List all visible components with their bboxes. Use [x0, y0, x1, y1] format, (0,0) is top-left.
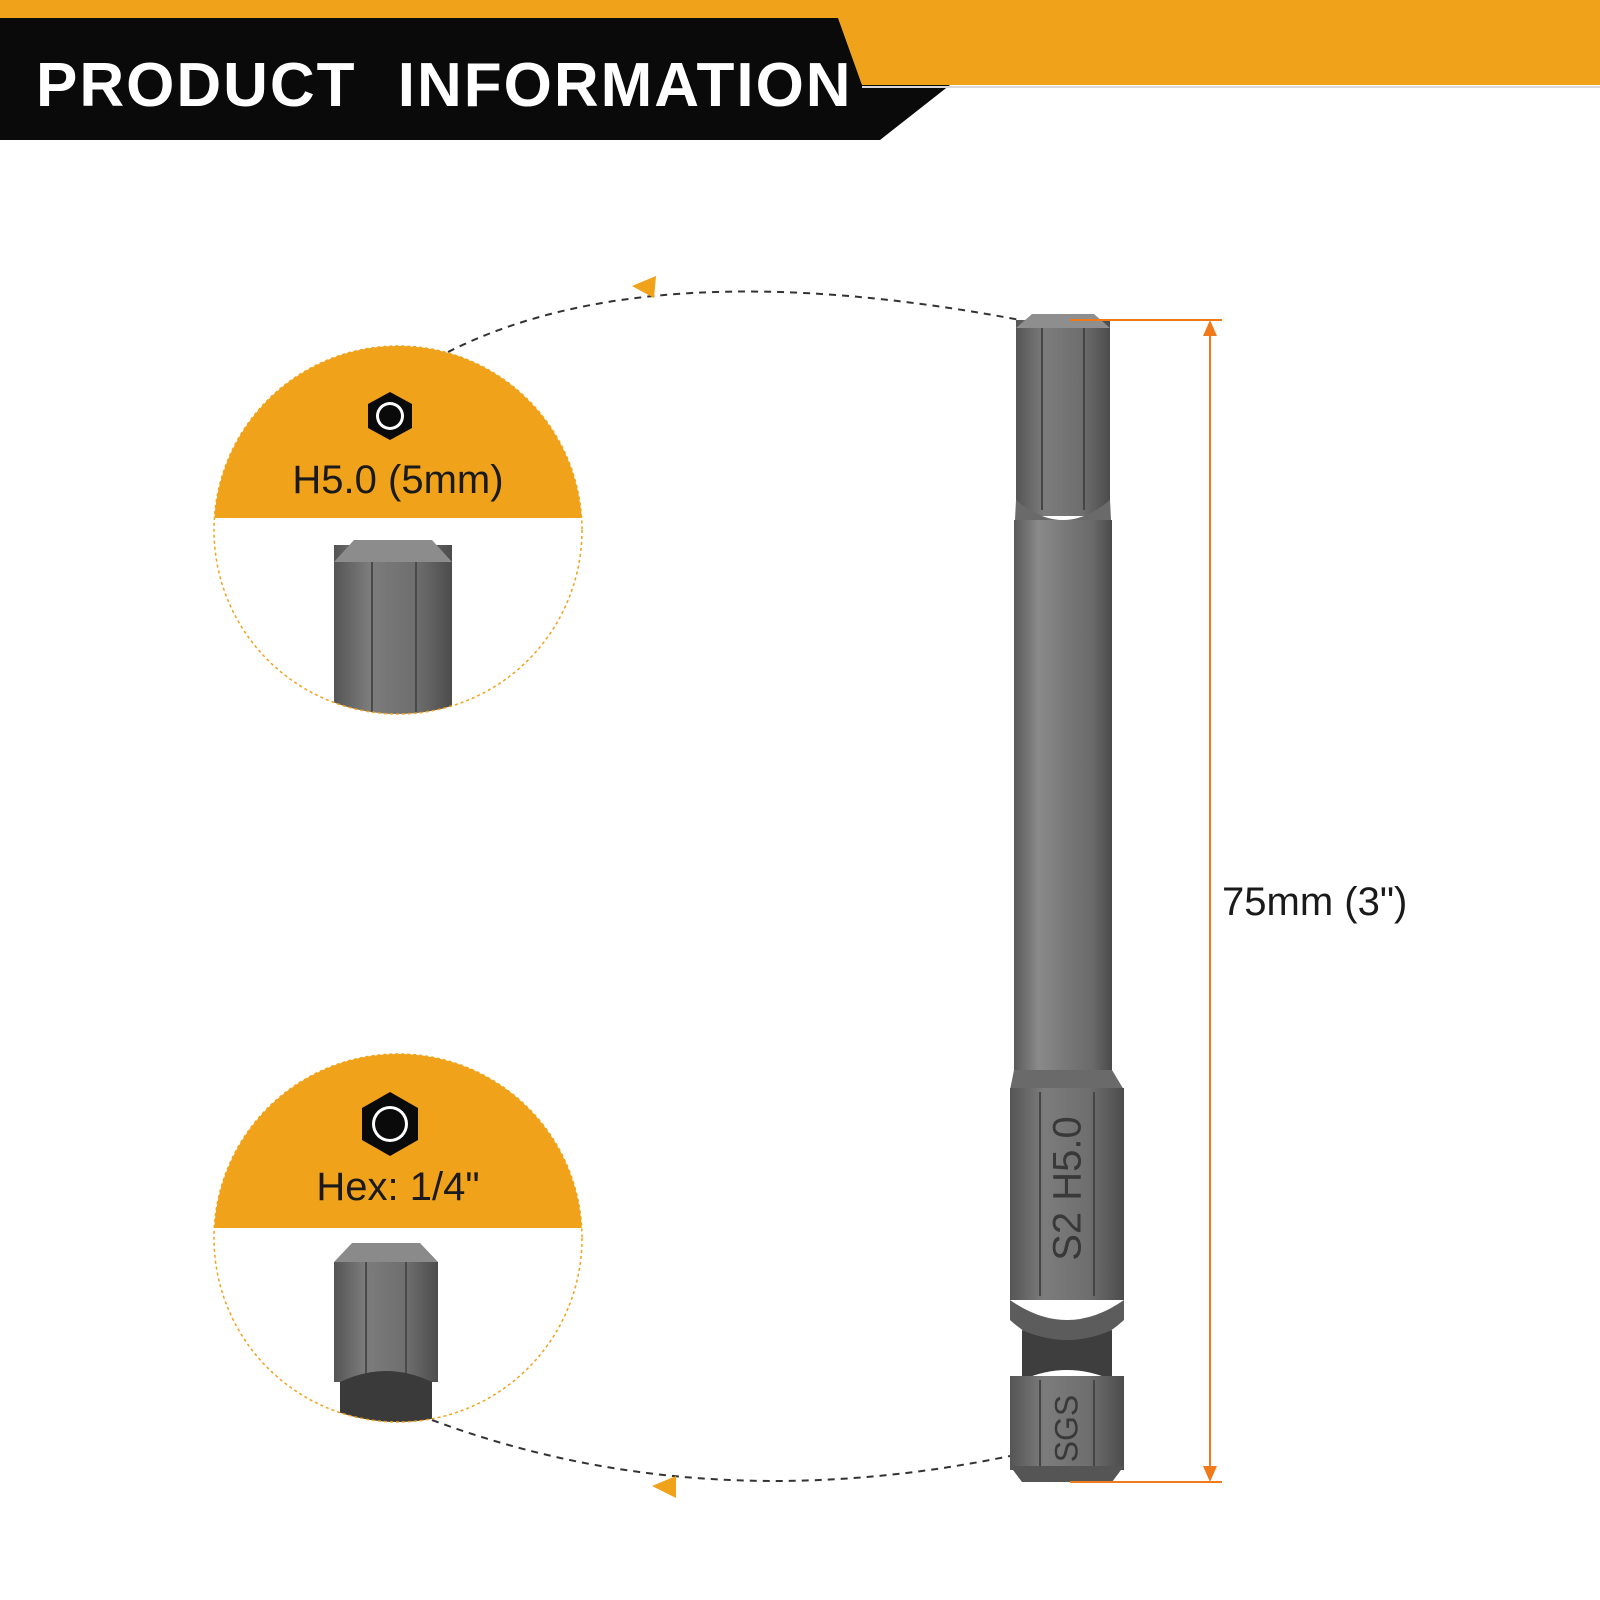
- callout-arc-bottom: [431, 1419, 1011, 1482]
- shank-size-label: Hex: 1/4": [316, 1165, 480, 1209]
- length-dimension: [1070, 319, 1222, 1483]
- brand-engraving: SGS: [1048, 1394, 1085, 1463]
- hex-shank-icon: [362, 1092, 418, 1156]
- arrowhead-top: [632, 276, 656, 298]
- tip-size-label: H5.0 (5mm): [292, 458, 504, 502]
- header-shapes: [0, 0, 1600, 140]
- hex-bit-image: [1010, 314, 1124, 1482]
- length-label: 75mm (3"): [1222, 880, 1408, 924]
- header-banner: PRODUCT INFORMATION: [0, 0, 1600, 150]
- header-accent-band: [0, 0, 1600, 85]
- arrowhead-bottom: [652, 1476, 676, 1498]
- callout-arc-top: [447, 290, 1021, 353]
- header-title-bar: [0, 18, 950, 140]
- page-title: PRODUCT INFORMATION: [36, 51, 853, 120]
- size-engraving: S2 H5.0: [1045, 1116, 1090, 1261]
- hex-tip-icon: [368, 392, 412, 440]
